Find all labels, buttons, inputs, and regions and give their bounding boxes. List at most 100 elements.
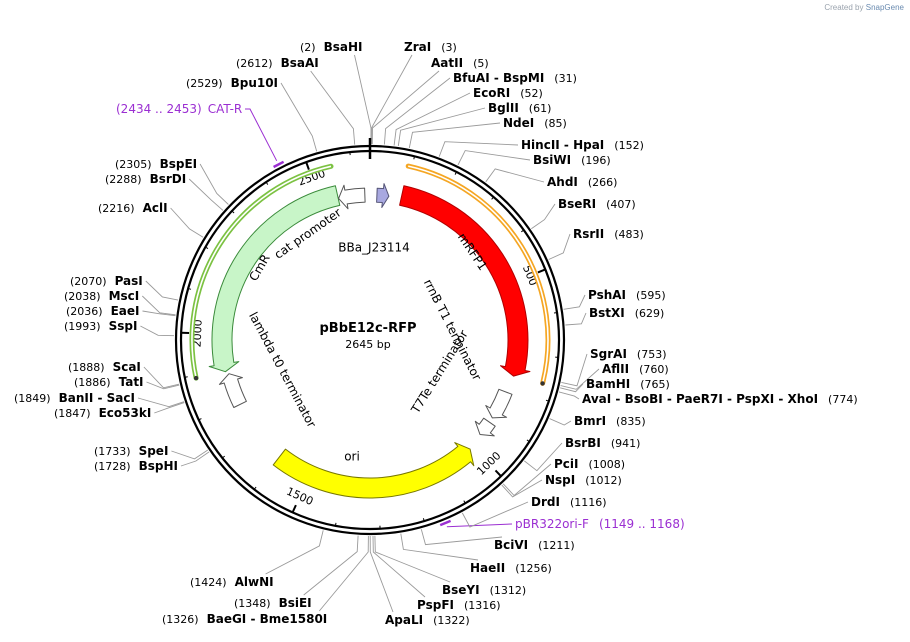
site-name: PasI (115, 274, 143, 288)
site-name: NdeI (503, 116, 534, 130)
site-position: (629) (635, 307, 665, 320)
site-position: (1849) (14, 392, 51, 405)
site-label-pasi: (2070) PasI (70, 274, 143, 288)
site-position: (483) (614, 228, 644, 241)
site-position: (2288) (105, 173, 142, 186)
site-position: (1728) (94, 460, 131, 473)
site-position: (1312) (490, 584, 527, 597)
site-leader-aatii (371, 70, 440, 145)
site-name: AhdI (547, 175, 578, 189)
site-name: BsiWI (533, 153, 571, 167)
site-leader-pspfi (372, 535, 426, 598)
scale-tick (537, 268, 546, 274)
site-name: AatII (431, 56, 463, 70)
site-name: BaeGI - Bme1580I (207, 612, 328, 626)
site-leader-bsiwi (457, 150, 531, 166)
site-label-bseri: BseRI(407) (558, 197, 636, 211)
site-name: BsiEI (279, 596, 312, 610)
site-label-aatii: AatII (5) (431, 56, 489, 70)
site-leader-scai (143, 366, 180, 389)
site-name: BsaHI (324, 40, 363, 54)
site-position: (765) (640, 378, 670, 391)
primer-label-pbr322: pBR322ori-F (1149 .. 1168) (515, 517, 685, 531)
scale-tick (253, 486, 257, 490)
scale-tick (463, 500, 466, 504)
site-position: (595) (636, 289, 666, 302)
site-position: (52) (520, 87, 543, 100)
site-position: (2036) (66, 305, 103, 318)
site-position: (2305) (115, 158, 152, 171)
site-name: BsrDI (150, 172, 187, 186)
plasmid-length: 2645 bp (345, 338, 390, 351)
site-leader-acli (170, 207, 204, 238)
site-name: TatI (119, 375, 144, 389)
site-leader-ahdi (485, 168, 545, 183)
scale-tick (334, 522, 337, 526)
watermark-prefix: Created by (824, 3, 864, 12)
feature-label-lambda: lambda t0 terminator (246, 310, 319, 430)
site-label-avai: AvaI - BsoBI - PaeR7I - PspXI - XhoI(774… (582, 392, 858, 406)
primer-range: (1149 .. 1168) (599, 517, 685, 531)
tick-label: 1500 (284, 485, 315, 508)
site-name: HincII - HpaI (521, 138, 604, 152)
site-position: (266) (588, 176, 618, 189)
site-position: (1008) (589, 458, 626, 471)
site-label-eaei: (2036)EaeI (66, 304, 139, 318)
site-label-bglii: BglII(61) (488, 101, 551, 115)
site-leader-ecori (393, 92, 471, 146)
scale-tick (413, 156, 415, 160)
site-label-ndei: NdeI(85) (503, 116, 567, 130)
site-label-bmri: BmrI(835) (574, 414, 646, 428)
site-leader-bsphi (180, 451, 210, 467)
site-label-apali: ApaLI(1322) (385, 613, 470, 627)
site-position: (1886) (74, 376, 111, 389)
site-label-bseyi: BseYI(1312) (442, 583, 526, 597)
site-leader-bsahi (354, 54, 372, 145)
site-label-pspfi: PspFI(1316) (417, 598, 501, 612)
scale-tick (305, 161, 310, 170)
site-name: AvaI - BsoBI - PaeR7I - PspXI - XhoI (582, 392, 818, 406)
site-position: (2) (300, 41, 316, 54)
site-name: RsrII (573, 227, 604, 241)
orf-arcs (189, 163, 551, 386)
primer-name: pBR322ori-F (515, 517, 589, 531)
cmr-orf-arc-end (193, 375, 199, 381)
site-position: (1322) (433, 614, 470, 627)
site-leader-pasi (145, 280, 179, 301)
site-name: SgrAI (590, 347, 627, 361)
scale-tick (526, 439, 530, 442)
site-leader-apali (369, 535, 394, 613)
feature-cmr (208, 185, 341, 373)
site-label-ahdi: AhdI (266) (547, 175, 617, 189)
site-label-msci: (2038)MscI (64, 289, 139, 303)
site-leader-bpu10i (280, 82, 318, 152)
scale-tick (231, 210, 235, 214)
site-leader-zrai (370, 54, 413, 145)
site-label-sspi: (1993)SspI (64, 319, 137, 333)
site-label-sgrai: SgrAI(753) (590, 347, 667, 361)
site-position: (1424) (190, 576, 227, 589)
primer-range: (2434 .. 2453) (116, 102, 202, 116)
site-leader-pcii (502, 463, 552, 497)
site-leader-bcivi (420, 529, 503, 546)
site-leader-hincii (438, 141, 519, 157)
feature-bba (376, 183, 390, 208)
site-position: (5) (473, 57, 489, 70)
site-leader-bspei (199, 163, 229, 205)
feature-lambda (218, 373, 247, 408)
site-position: (835) (616, 415, 646, 428)
site-name: ScaI (113, 360, 141, 374)
feature-rrnb (485, 388, 513, 419)
primer-mark-pbr322 (439, 519, 452, 527)
scale-tick (422, 518, 425, 522)
site-leader-banii (137, 397, 185, 408)
site-position: (1316) (464, 599, 501, 612)
scale-tick (491, 196, 494, 200)
site-leader-bseyi (374, 535, 451, 583)
site-position: (2070) (70, 275, 107, 288)
site-name: MscI (109, 289, 140, 303)
site-label-eco53ki: (1847)Eco53kI (54, 406, 151, 420)
site-name: BfuAI - BspMI (453, 71, 544, 85)
scale-tick (265, 181, 269, 185)
